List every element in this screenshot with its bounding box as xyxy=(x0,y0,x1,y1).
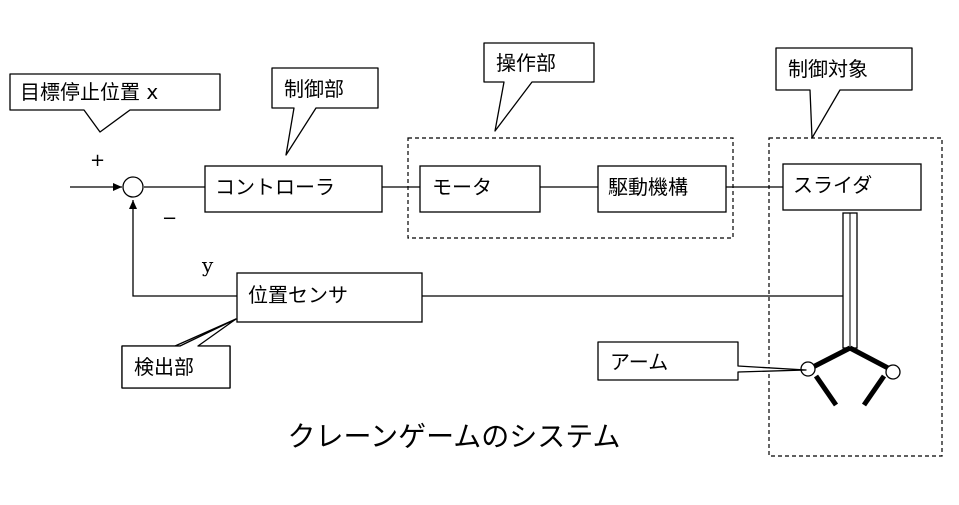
detection-unit-callout: 検出部 xyxy=(121,318,237,389)
arm-callout: アーム xyxy=(597,341,807,381)
plus-sign: + xyxy=(90,150,105,171)
drive-mechanism-label: 駆動機構 xyxy=(608,175,688,199)
controller-label: コントローラ xyxy=(215,175,335,199)
position-sensor-label: 位置センサ xyxy=(248,283,348,307)
target-position-callout: 目標停止位置 x xyxy=(9,73,221,133)
slider-label: スライダ xyxy=(793,173,872,197)
target-position-label: 目標停止位置 x xyxy=(20,80,158,104)
controlled-object-callout: 制御対象 xyxy=(775,47,913,139)
motor-block: モータ xyxy=(419,165,541,213)
control-unit-label: 制御部 xyxy=(284,77,344,101)
operation-unit-group xyxy=(407,137,734,239)
diagram-caption: クレーンゲームのシステム xyxy=(288,420,621,453)
motor-label: モータ xyxy=(432,175,492,199)
controller-block: コントローラ xyxy=(204,165,383,213)
controlled-object-label: 制御対象 xyxy=(788,57,868,81)
detection-unit-label: 検出部 xyxy=(134,355,194,379)
feedback-signal-label: y xyxy=(201,253,214,277)
control-unit-callout: 制御部 xyxy=(271,67,379,156)
arm-label: アーム xyxy=(610,350,668,374)
drive-mechanism-block: 駆動機構 xyxy=(597,165,727,213)
crane-arm xyxy=(800,345,901,407)
controlled-object-group xyxy=(768,137,943,457)
slider-block: スライダ xyxy=(782,163,922,211)
operation-unit-callout: 操作部 xyxy=(483,42,595,132)
minus-sign: − xyxy=(162,208,177,229)
position-sensor-block: 位置センサ xyxy=(236,272,423,323)
operation-unit-label: 操作部 xyxy=(496,51,556,75)
feedback-arrow xyxy=(129,200,237,297)
summing-junction xyxy=(122,176,144,198)
